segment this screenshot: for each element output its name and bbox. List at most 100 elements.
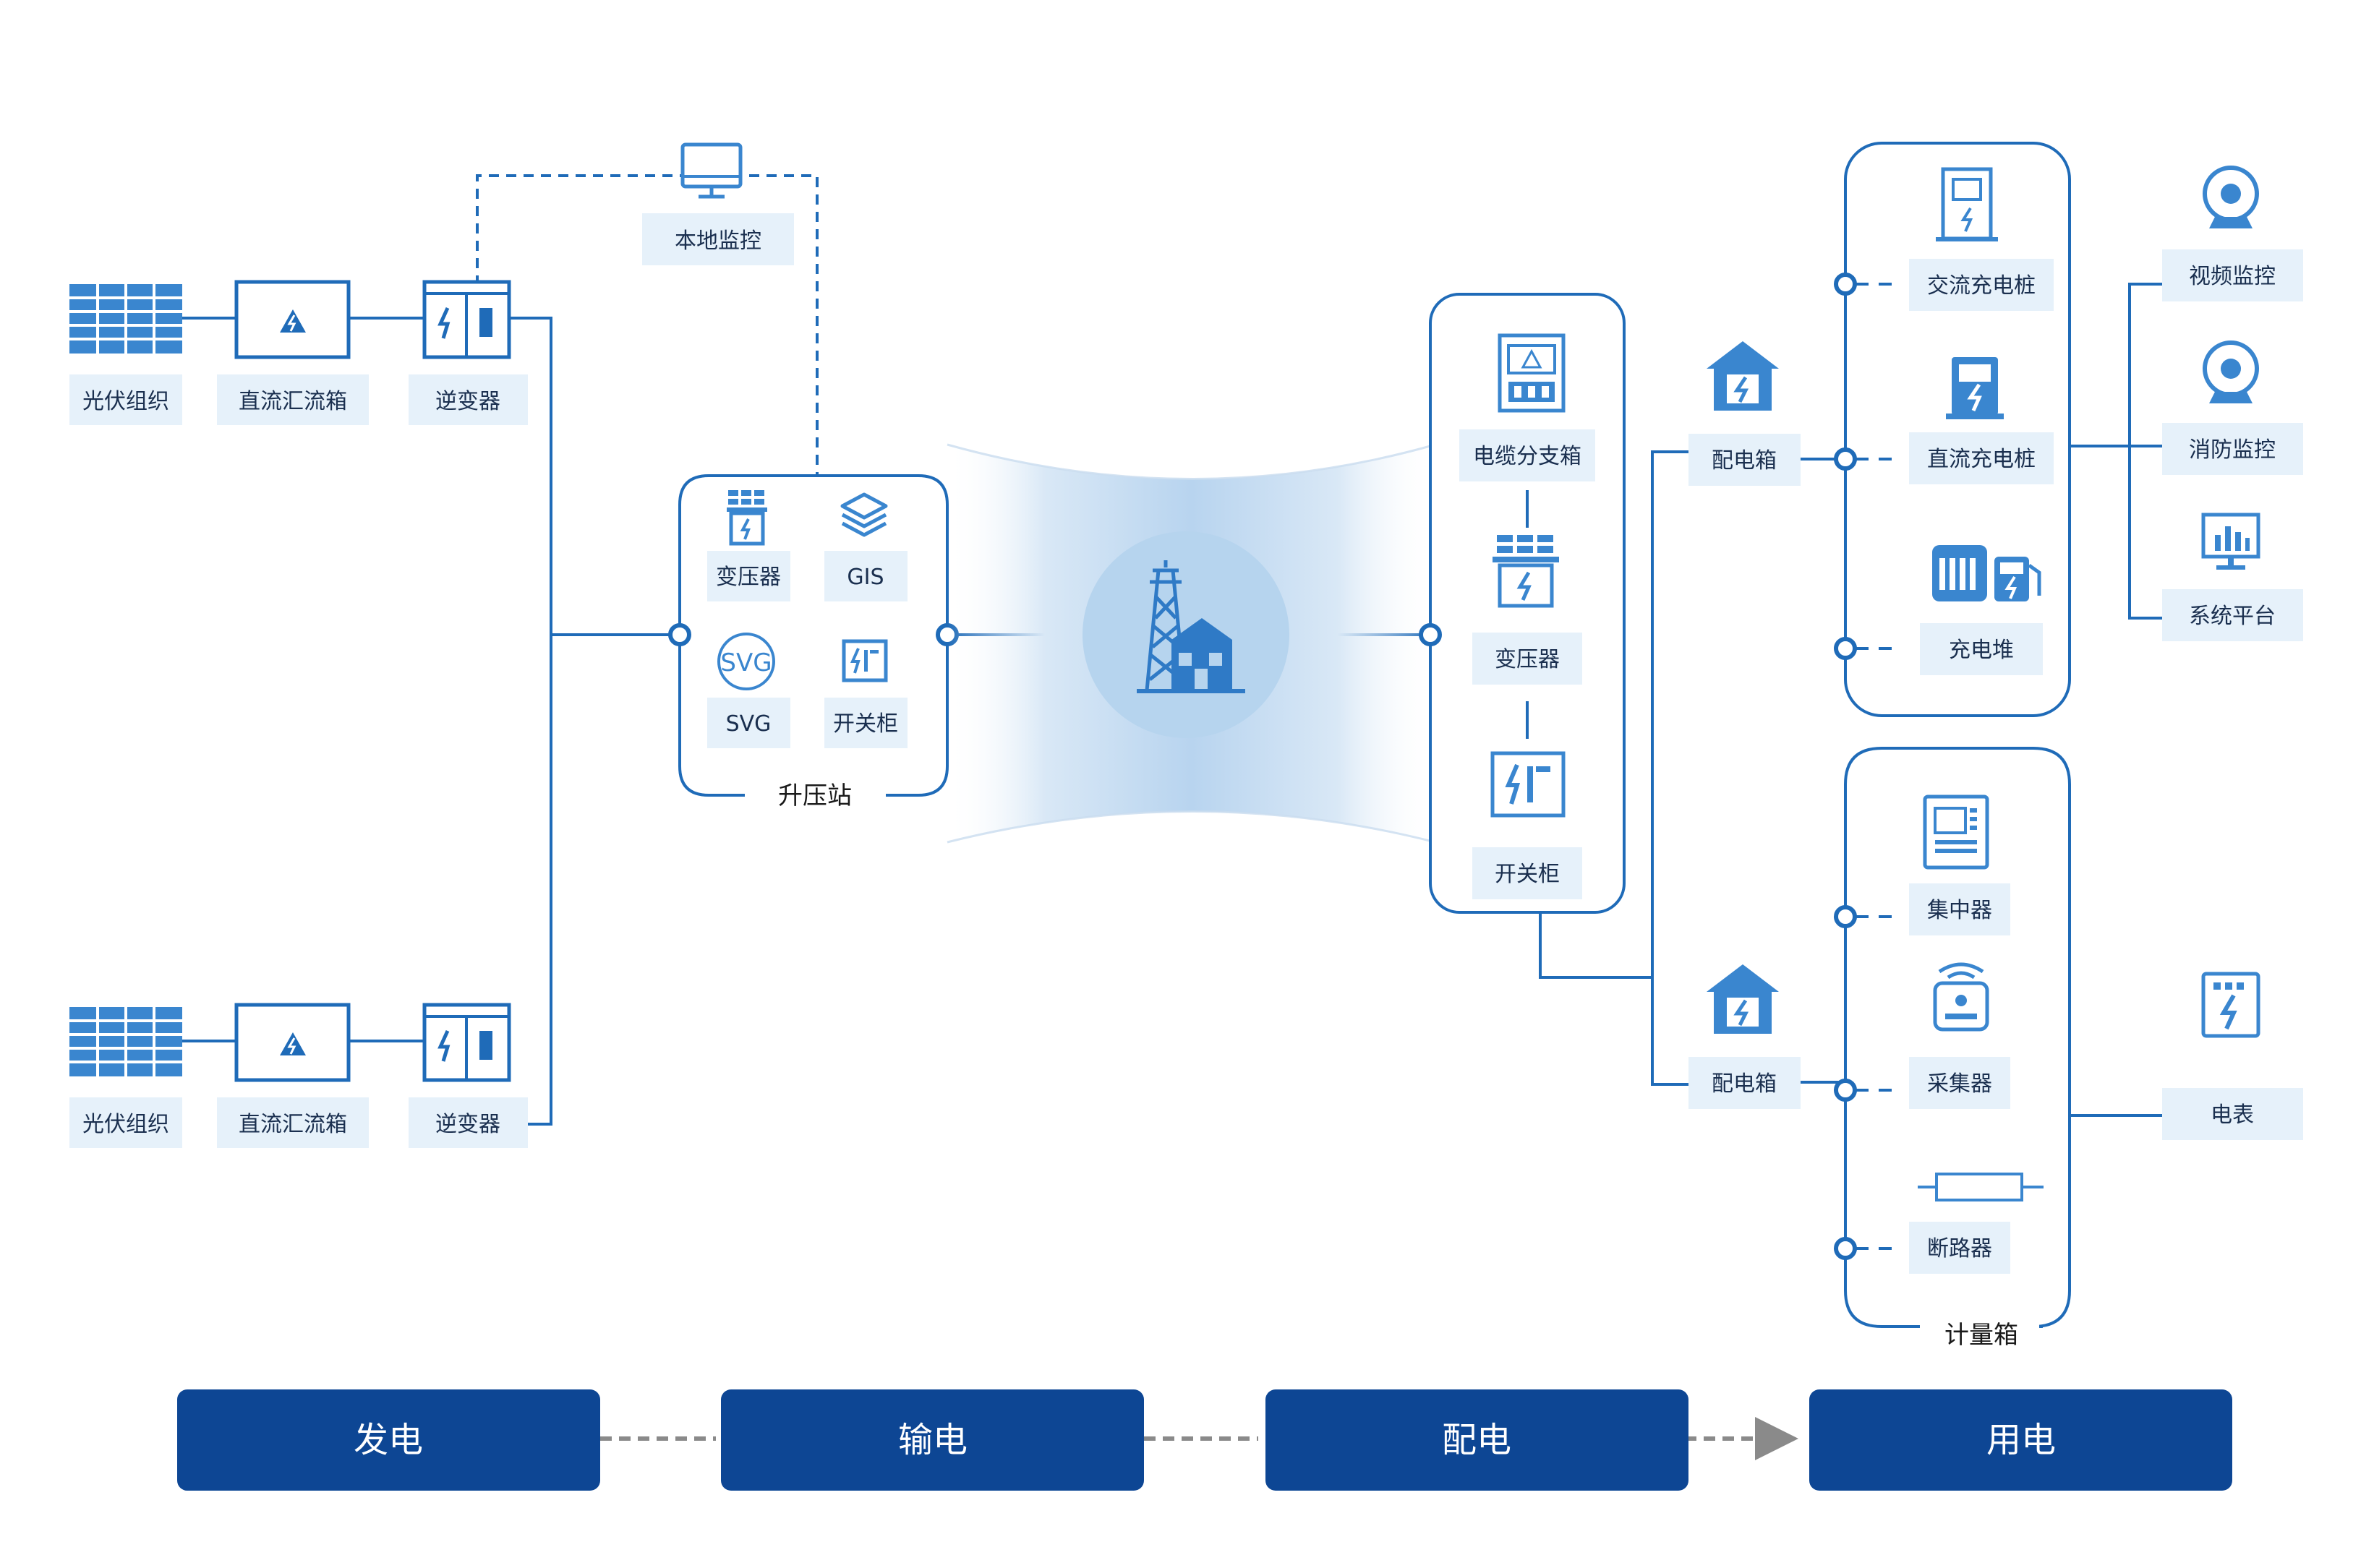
metering-item-label: 采集器 <box>1927 1071 1992 1097</box>
inverter-label: 逆变器 <box>435 389 500 414</box>
connector-node <box>1419 623 1442 646</box>
pv-label: 光伏组织 <box>82 389 169 414</box>
svg-device-icon: SVG <box>717 633 775 690</box>
connector-node <box>1834 905 1857 928</box>
booster-station-title: 升压站 <box>778 781 852 810</box>
metering-item-label-box <box>1909 1057 2010 1109</box>
booster-item-label: SVG <box>726 711 772 737</box>
distribution-box-label-box <box>1688 434 1801 486</box>
distribution-box-label: 配电箱 <box>1712 1071 1777 1097</box>
connector-node <box>1834 1079 1857 1102</box>
distribution-item-label-box <box>1459 429 1595 481</box>
metering-item-label: 断路器 <box>1927 1236 1992 1261</box>
meter-label-box <box>2162 1088 2303 1140</box>
stage-transmission: 输电 <box>721 1389 1144 1491</box>
combiner-label: 直流汇流箱 <box>239 1112 347 1137</box>
distribution-box-label: 配电箱 <box>1712 448 1777 474</box>
concentrator-icon <box>1923 794 1989 870</box>
pv-label-box <box>69 1097 182 1148</box>
connector-node <box>1834 637 1857 660</box>
cable-branch-box-icon <box>1498 333 1566 413</box>
charging-item-label: 充电堆 <box>1949 638 2014 663</box>
pv-label: 光伏组织 <box>82 1112 169 1137</box>
monitor-label-box <box>642 213 794 265</box>
monitoring-connectors <box>2070 283 2162 620</box>
distribution-item-label-box <box>1472 847 1582 899</box>
inverter-label: 逆变器 <box>435 1112 500 1137</box>
metering-item-label: 集中器 <box>1927 898 1992 923</box>
distribution-item-label: 变压器 <box>1495 647 1560 672</box>
system-platform-icon <box>2201 513 2260 570</box>
transformer-icon <box>727 490 767 546</box>
booster-item-label-box <box>824 698 908 748</box>
connector-node <box>668 623 691 646</box>
booster-item-label-box <box>707 551 790 601</box>
combiner-label-box <box>217 374 369 425</box>
inverter-label-box <box>409 374 528 425</box>
monitoring-label-box <box>2162 423 2303 475</box>
charging-item-label-box <box>1909 259 2054 311</box>
booster-item-label-box <box>707 698 790 748</box>
switchgear-icon <box>842 639 888 682</box>
charging-group-connectors <box>1856 283 1902 650</box>
combiner-label-box <box>217 1097 369 1148</box>
circuit-breaker-icon <box>1918 1173 2044 1201</box>
stage-consumption: 用电 <box>1809 1389 2232 1491</box>
monitoring-label-box <box>2162 589 2303 641</box>
monitoring-label: 系统平台 <box>2189 604 2276 629</box>
monitoring-label: 消防监控 <box>2189 437 2276 463</box>
video-camera-icon <box>2203 166 2259 228</box>
pv-panel-icon <box>69 284 182 354</box>
power-tower-house-icon <box>1137 560 1245 693</box>
metering-group-connectors <box>1856 915 1902 1250</box>
connector-node <box>1834 447 1857 471</box>
booster-item-label: 变压器 <box>716 565 781 590</box>
booster-item-label-box <box>824 551 908 601</box>
svg-text:SVG: SVG <box>720 648 772 677</box>
monitor-dashed-link <box>476 174 819 476</box>
connector-node <box>1834 1237 1857 1260</box>
svg-text:配电: 配电 <box>1442 1420 1511 1460</box>
transformer-icon <box>1493 535 1559 608</box>
ac-charger-icon <box>1936 167 1998 241</box>
collector-icon <box>1933 962 1989 1032</box>
svg-text:用电: 用电 <box>1986 1420 2056 1460</box>
meter-label: 电表 <box>2211 1102 2254 1128</box>
metering-item-label-box <box>1909 1222 2010 1274</box>
charging-pile-icon <box>1932 545 2041 601</box>
monitoring-label: 视频监控 <box>2189 264 2276 289</box>
inverter-icon <box>422 1003 511 1082</box>
stage-generation: 发电 <box>177 1389 600 1491</box>
distribution-box-icon <box>1707 964 1779 1034</box>
connector-node <box>1834 273 1857 296</box>
monitor-label: 本地监控 <box>675 228 761 254</box>
electric-meter-icon <box>2201 972 2260 1038</box>
pv-panel-icon <box>69 1007 182 1076</box>
inverter-label-box <box>409 1097 528 1148</box>
charging-item-label: 直流充电桩 <box>1927 447 2036 472</box>
distribution-item-label: 开关柜 <box>1495 862 1560 887</box>
distribution-item-label-box <box>1472 633 1582 685</box>
metering-item-label-box <box>1909 883 2010 935</box>
fire-camera-icon <box>2203 340 2259 403</box>
pv-label-box <box>69 374 182 425</box>
combiner-box-icon <box>234 280 351 359</box>
dc-charger-icon <box>1946 357 2004 419</box>
charging-item-label-box <box>1920 623 2043 675</box>
combiner-box-icon <box>234 1003 351 1082</box>
stage-distribution: 配电 <box>1265 1389 1688 1491</box>
inverter-icon <box>422 280 511 359</box>
distribution-box-icon <box>1707 341 1779 411</box>
svg-text:输电: 输电 <box>898 1420 968 1460</box>
booster-item-label: GIS <box>847 565 884 590</box>
svg-text:发电: 发电 <box>354 1420 423 1460</box>
distribution-item-label: 电缆分支箱 <box>1473 444 1581 469</box>
monitor-icon <box>680 142 743 199</box>
layers-icon <box>840 492 888 537</box>
monitoring-label-box <box>2162 249 2303 301</box>
charging-item-label-box <box>1909 432 2054 484</box>
combiner-label: 直流汇流箱 <box>239 389 347 414</box>
charging-item-label: 交流充电桩 <box>1927 273 2036 299</box>
booster-item-label: 开关柜 <box>833 711 898 737</box>
